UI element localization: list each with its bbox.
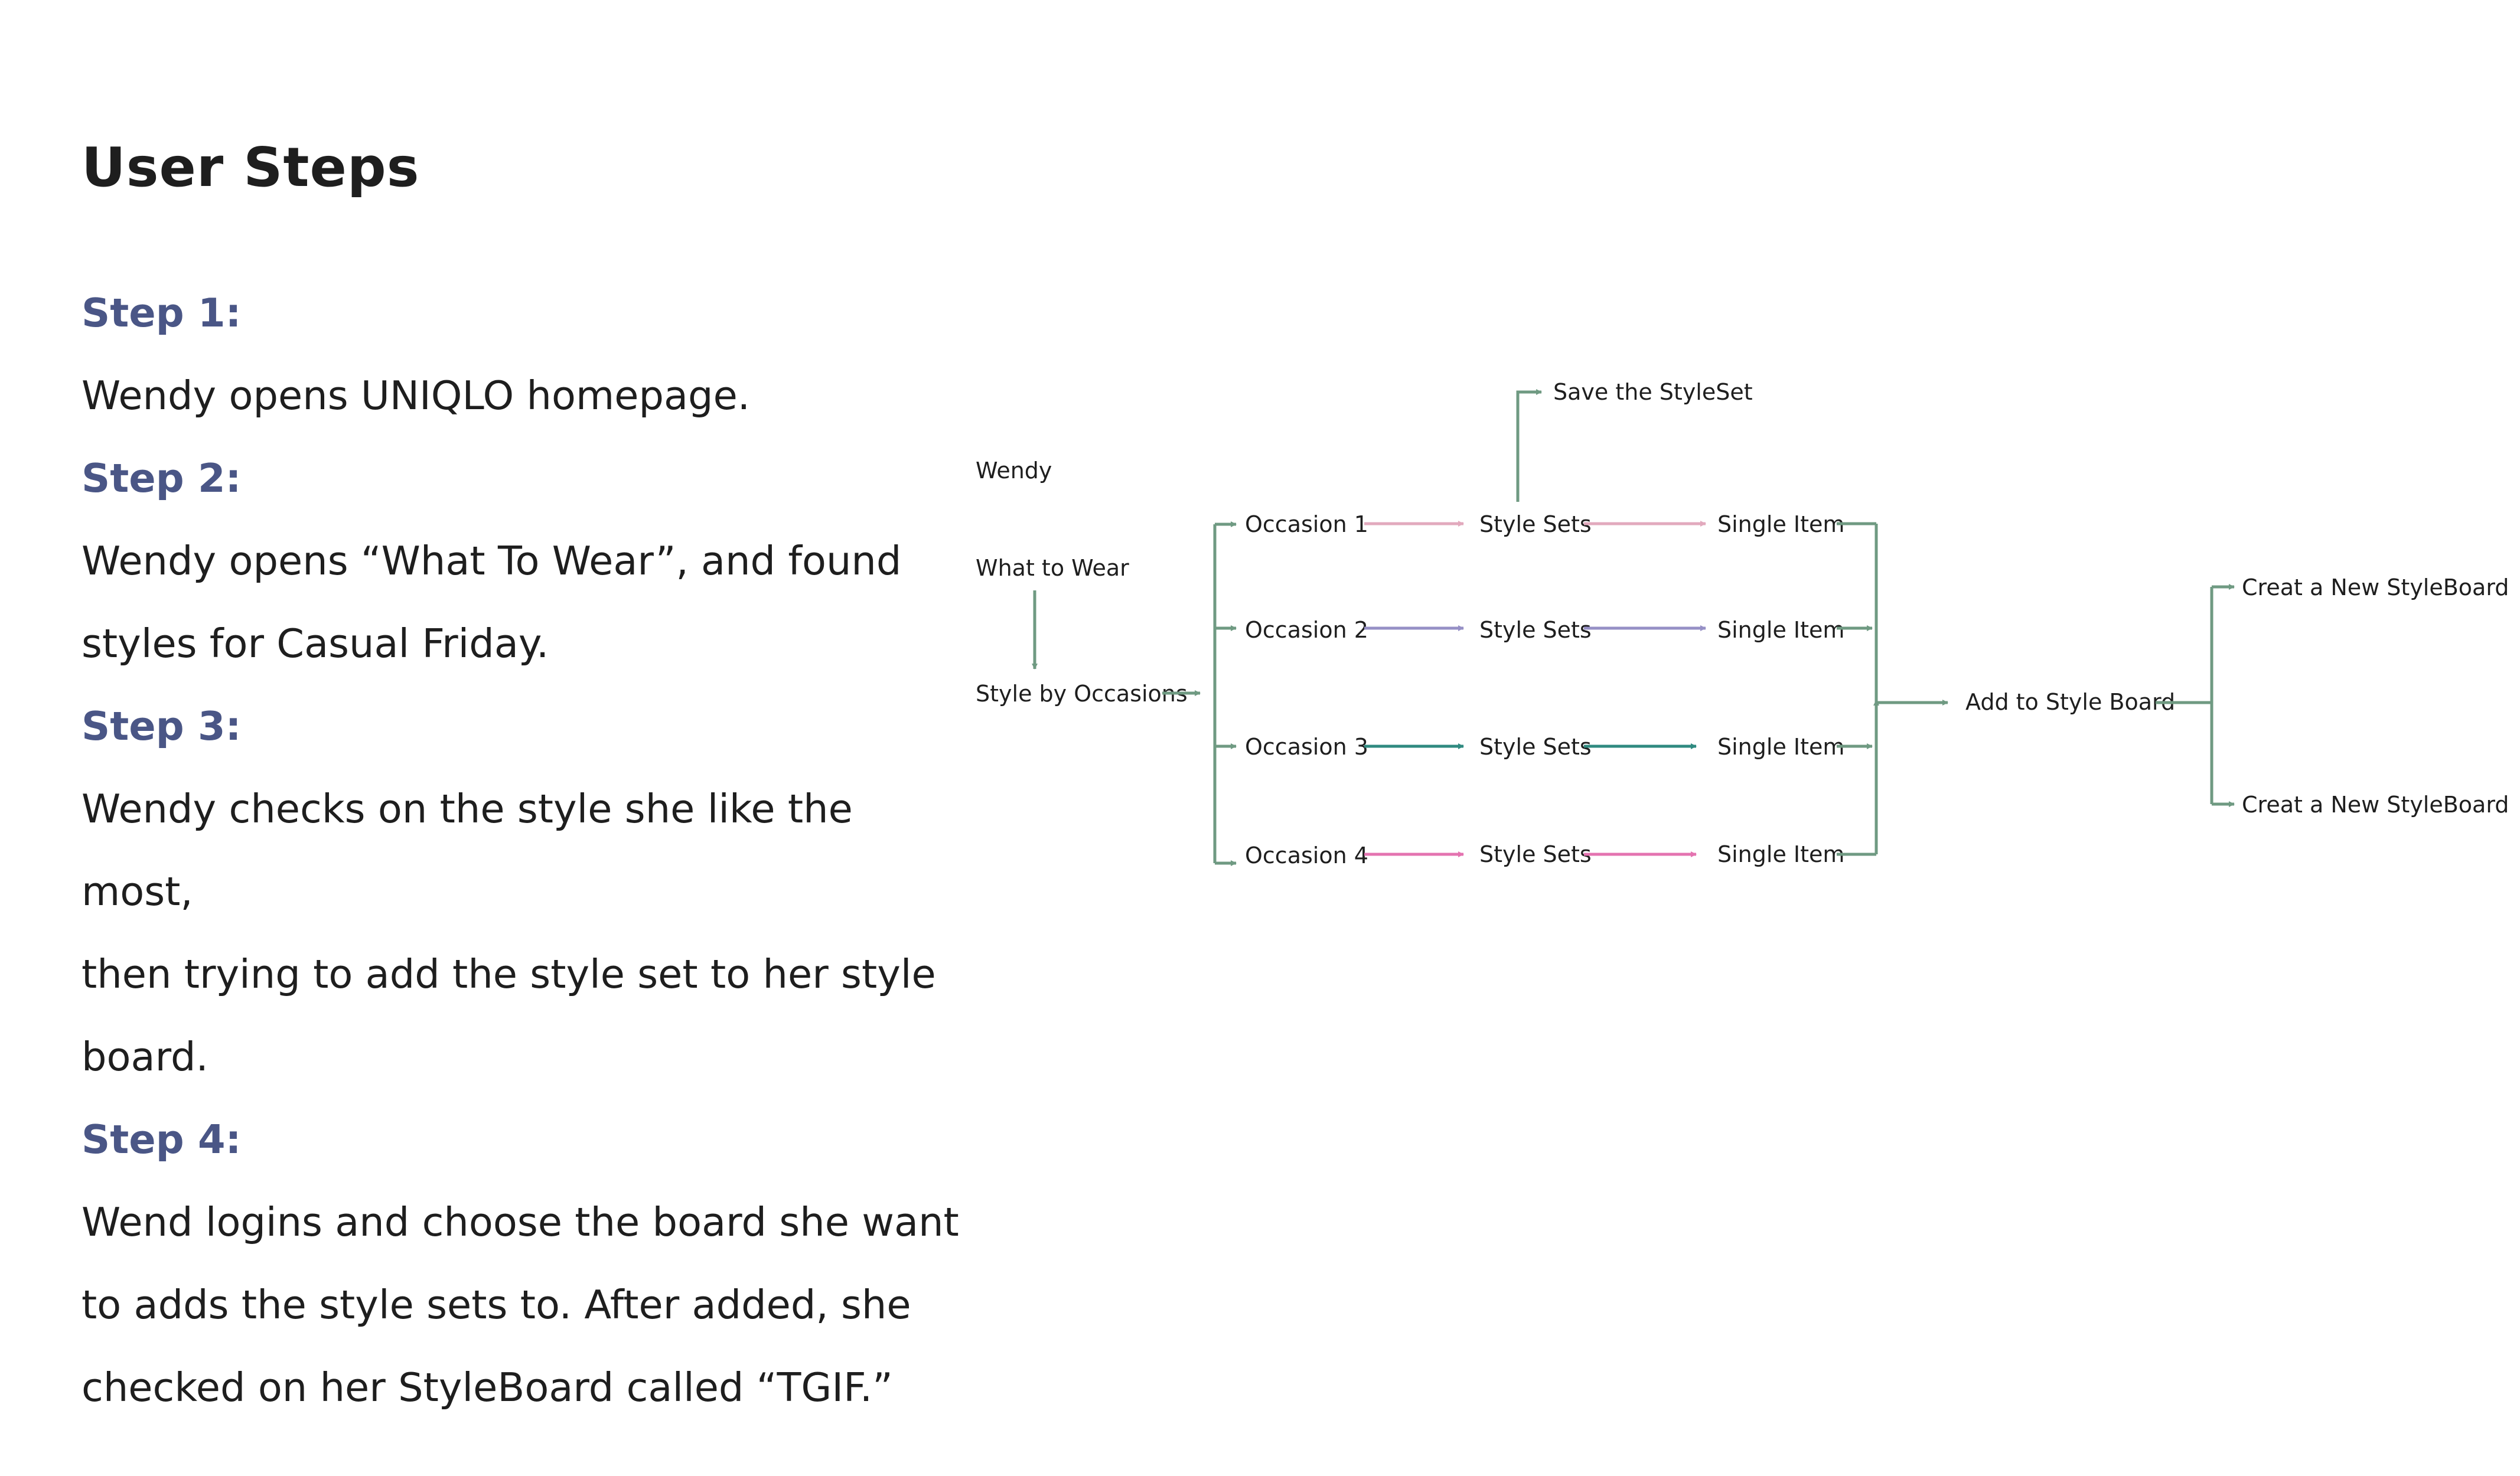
singleitem-3-label: Single Item — [1717, 734, 1844, 760]
stylesets-3-label: Style Sets — [1479, 734, 1592, 760]
singleitem-1-label: Single Item — [1717, 511, 1844, 537]
node-save-styleset: Save the StyleSet — [1553, 379, 1753, 405]
stylesets-2-label: Style Sets — [1479, 617, 1592, 643]
edge-stylesets-save — [1516, 389, 1542, 502]
step-4: Step 4: Wend logins and choose the board… — [81, 1098, 967, 1429]
occasion-1-label: Occasion 1 — [1245, 511, 1368, 537]
step-3: Step 3: Wendy checks on the style she li… — [81, 685, 967, 1098]
node-wendy: Wendy — [976, 458, 1052, 484]
node-new-styleboard-1: Creat a New StyleBoard — [2242, 574, 2509, 600]
step-3-line-1: Wendy checks on the style she like the m… — [81, 786, 853, 915]
node-new-styleboard-2: Creat a New StyleBoard — [2242, 792, 2509, 818]
step-4-line-1: Wend logins and choose the board she wan… — [81, 1199, 959, 1245]
step-1: Step 1: Wendy opens UNIQLO homepage. — [81, 272, 967, 437]
step-1-line-1: Wendy opens UNIQLO homepage. — [81, 373, 751, 419]
stylesets-4-label: Style Sets — [1479, 841, 1592, 867]
node-add-to-style-board: Add to Style Board — [1965, 689, 2175, 715]
step-2-line-1: Wendy opens “What To Wear”, and found — [81, 538, 902, 584]
stylesets-1-label: Style Sets — [1479, 511, 1592, 537]
step-3-heading: Step 3: — [81, 703, 242, 749]
occasion-3-label: Occasion 3 — [1245, 734, 1368, 760]
node-style-by-occasions: Style by Occasions — [976, 681, 1188, 707]
step-4-heading: Step 4: — [81, 1116, 242, 1162]
step-2-line-2: styles for Casual Friday. — [81, 621, 549, 667]
step-4-line-2: to adds the style sets to. After added, … — [81, 1282, 911, 1328]
step-4-line-3: checked on her StyleBoard called “TGIF.” — [81, 1364, 893, 1410]
step-3-line-3: board. — [81, 1034, 208, 1080]
singleitem-4-label: Single Item — [1717, 841, 1844, 867]
occasion-2-label: Occasion 2 — [1245, 617, 1368, 643]
page-title: User Steps — [81, 136, 420, 199]
step-2-heading: Step 2: — [81, 455, 242, 501]
singleitem-2-label: Single Item — [1717, 617, 1844, 643]
node-what-to-wear: What to Wear — [976, 555, 1129, 581]
step-2: Step 2: Wendy opens “What To Wear”, and … — [81, 437, 967, 685]
step-1-heading: Step 1: — [81, 290, 242, 336]
occasion-4-label: Occasion 4 — [1245, 843, 1368, 868]
steps-list: Step 1: Wendy opens UNIQLO homepage. Ste… — [81, 272, 967, 1429]
step-3-line-2: then trying to add the style set to her … — [81, 951, 936, 997]
